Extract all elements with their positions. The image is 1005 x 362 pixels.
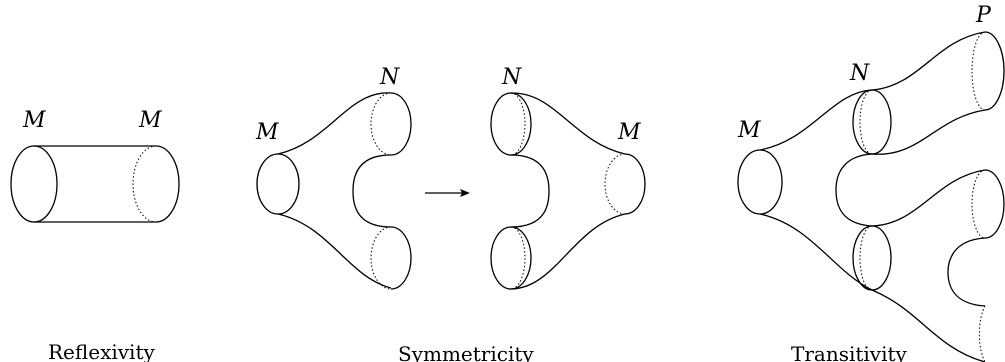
sym-left-label-M: M [255, 120, 279, 145]
trans-upper-edge-2 [871, 31, 986, 91]
sym-left-lower-edge [277, 213, 392, 289]
trans-bottom-tube-upper [871, 169, 986, 227]
sym-right-N-bottom-circle [490, 226, 532, 290]
sym-right-M-back [604, 153, 626, 215]
cylinder-left-circle [10, 145, 58, 223]
sym-left-crotch [352, 154, 392, 228]
trans-P-bottom-back [978, 305, 986, 362]
sym-right-label-N: N [501, 65, 522, 90]
trans-crotch-1 [835, 153, 873, 227]
trans-label-P: P [975, 3, 992, 28]
sym-left-M-circle [256, 153, 300, 215]
trans-P-mid-back [971, 169, 986, 239]
sym-left-upper-edge [277, 92, 392, 155]
sym-right-M-front [624, 153, 646, 215]
sym-right-crotch [510, 154, 550, 228]
transitivity-caption: Transitivity [791, 342, 908, 362]
trans-P-top-front [984, 31, 1005, 111]
sym-right-N-top-circle [490, 92, 532, 156]
symmetricity-caption: Symmetricity [398, 342, 534, 362]
trans-N-bottom-circle [852, 225, 892, 291]
trans-crotch-2 [947, 237, 986, 307]
sym-left-N-bottom-front [390, 226, 412, 290]
reflexivity-label-right-M: M [138, 108, 162, 133]
reflexivity-caption: Reflexivity [48, 340, 155, 362]
trans-M-circle [737, 149, 783, 215]
trans-N-bottom-dotted [859, 225, 873, 291]
sym-left-label-N: N [379, 65, 400, 90]
sym-right-N-bottom-dotted [510, 226, 526, 290]
trans-label-M: M [737, 118, 761, 143]
reflexivity-label-left-M: M [22, 108, 46, 133]
sym-left-N-bottom-back [370, 226, 392, 290]
trans-P-top-back [971, 31, 986, 111]
symmetricity-right-pants [490, 92, 646, 290]
trans-lower-edge-2 [871, 289, 986, 362]
trans-label-N: N [849, 61, 870, 86]
cylinder-right-back [132, 145, 157, 223]
sym-right-lower-edge [510, 213, 626, 290]
sym-right-upper-edge [510, 92, 626, 155]
trans-N-top-dotted [859, 89, 873, 155]
sym-right-label-M: M [617, 120, 641, 145]
reflexivity-cylinder [10, 145, 180, 223]
sym-left-N-top-back [370, 92, 392, 156]
transitivity-surface [737, 31, 1005, 362]
trans-N-top-circle [852, 89, 892, 155]
sym-left-N-top-front [390, 92, 412, 156]
trans-lower-edge-1 [759, 213, 873, 291]
trans-top-tube-lower [871, 109, 986, 155]
sym-right-N-top-dotted [510, 92, 526, 156]
trans-upper-edge-1 [759, 89, 873, 151]
cylinder-right-front [155, 145, 180, 223]
symmetricity-arrow [425, 189, 470, 197]
trans-P-mid-front [984, 169, 1005, 239]
symmetricity-left-pants [256, 92, 412, 290]
